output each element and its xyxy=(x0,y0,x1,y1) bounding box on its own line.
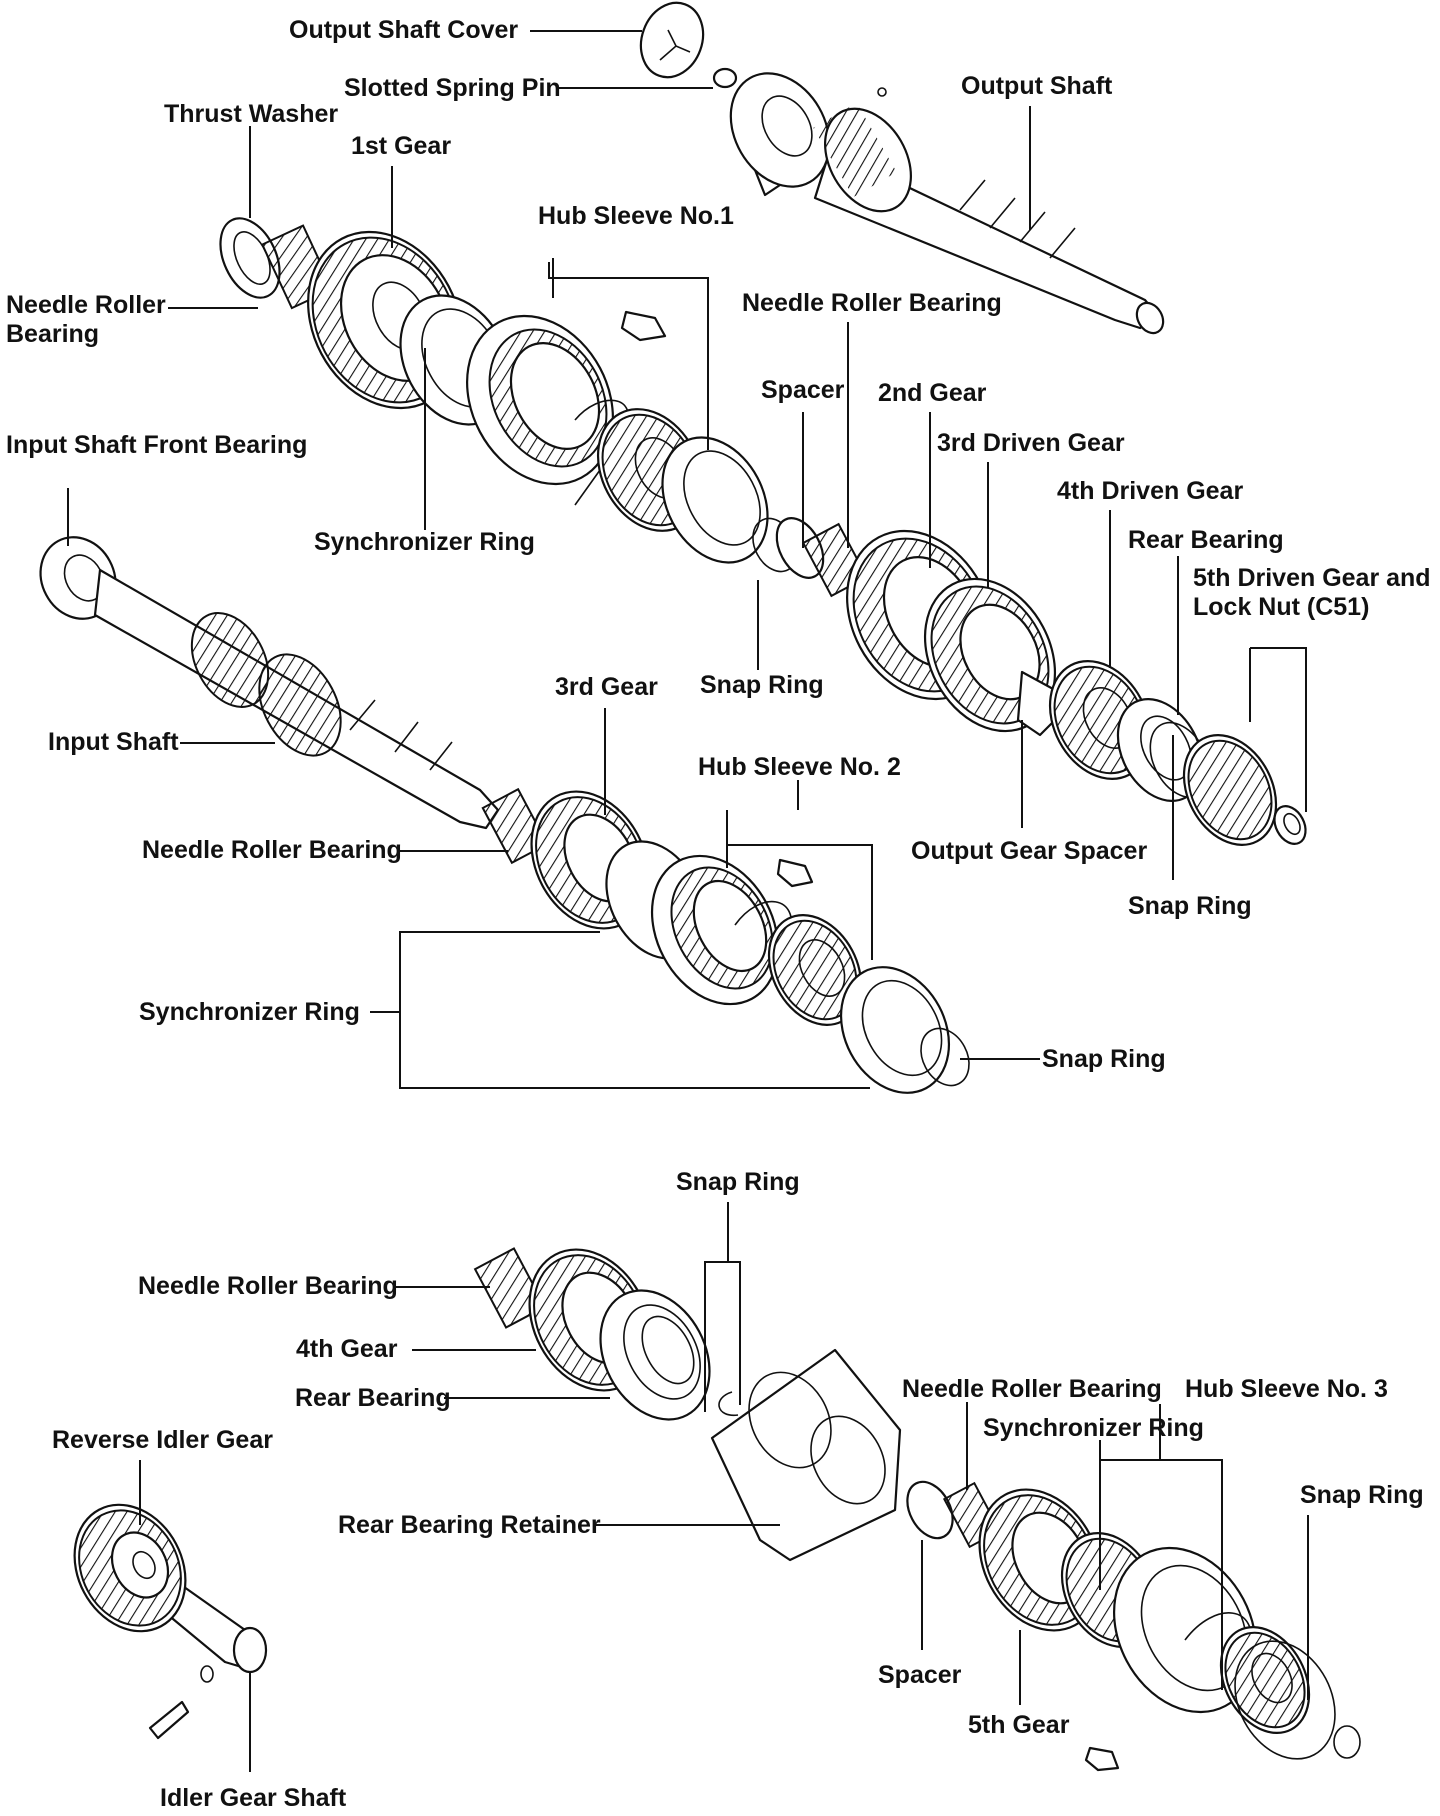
label-reverse-idler-gear: Reverse Idler Gear xyxy=(52,1426,273,1454)
label-rear-bearing-2: Rear Bearing xyxy=(295,1384,451,1412)
label-hub-sleeve-2: Hub Sleeve No. 2 xyxy=(698,753,901,781)
hub-sleeve-3-part xyxy=(1060,1532,1336,1772)
label-idler-gear-shaft: Idler Gear Shaft xyxy=(160,1784,347,1812)
needle-roller-bearing-part-4 xyxy=(473,1247,547,1329)
output-shaft-part xyxy=(729,72,1165,335)
label-slotted-spring-pin: Slotted Spring Pin xyxy=(344,74,561,102)
snap-ring-part-5 xyxy=(1333,1725,1361,1759)
label-snap-ring-2: Snap Ring xyxy=(1128,892,1252,920)
label-needle-roller-bearing-4: Needle Roller Bearing xyxy=(138,1272,398,1300)
part-labels: Output Shaft Cover Slotted Spring Pin Ou… xyxy=(6,16,1431,1812)
label-output-gear-spacer: Output Gear Spacer xyxy=(911,837,1147,865)
label-hub-sleeve-1: Hub Sleeve No.1 xyxy=(538,202,734,230)
label-spacer-2: Spacer xyxy=(878,1661,962,1689)
label-needle-roller-bearing-5: Needle Roller Bearing xyxy=(902,1375,1162,1403)
rear-bearing-part-2 xyxy=(599,1289,739,1421)
output-shaft-cover-part xyxy=(639,1,705,79)
input-shaft-part xyxy=(93,568,500,830)
output-gear-spacer-part xyxy=(1016,670,1062,737)
label-output-shaft: Output Shaft xyxy=(961,72,1113,100)
label-second-gear: 2nd Gear xyxy=(878,379,987,407)
rear-bearing-retainer-part xyxy=(710,1348,902,1562)
hub-sleeve-1-part xyxy=(466,310,667,486)
label-needle-roller-bearing-2: Needle Roller Bearing xyxy=(742,289,1002,317)
label-output-shaft-cover: Output Shaft Cover xyxy=(289,16,518,44)
label-snap-ring-1: Snap Ring xyxy=(700,671,824,699)
label-input-shaft: Input Shaft xyxy=(48,728,179,756)
label-needle-roller-bearing-1-line1: Needle Roller xyxy=(6,291,166,319)
label-needle-roller-bearing-1-line2: Bearing xyxy=(6,320,99,348)
label-rear-bearing-retainer: Rear Bearing Retainer xyxy=(338,1511,601,1539)
label-rear-bearing-1: Rear Bearing xyxy=(1128,526,1284,554)
fifth-driven-gear-part xyxy=(1182,734,1307,846)
label-fifth-driven-gear-line1: 5th Driven Gear and xyxy=(1193,564,1431,592)
label-synchronizer-ring-1: Synchronizer Ring xyxy=(314,528,535,556)
label-spacer-1: Spacer xyxy=(761,376,845,404)
label-synchronizer-ring-3: Synchronizer Ring xyxy=(983,1414,1204,1442)
reverse-idler-gear-part xyxy=(73,1503,268,1740)
hub-sleeve-2-part xyxy=(605,840,970,1094)
label-snap-ring-5: Snap Ring xyxy=(1300,1481,1424,1509)
slotted-spring-pin-part xyxy=(712,67,738,89)
label-third-gear: 3rd Gear xyxy=(555,673,658,701)
label-hub-sleeve-3: Hub Sleeve No. 3 xyxy=(1185,1375,1388,1403)
label-synchronizer-ring-2: Synchronizer Ring xyxy=(139,998,360,1026)
label-snap-ring-3: Snap Ring xyxy=(1042,1045,1166,1073)
parts-artwork xyxy=(39,1,1361,1772)
label-fifth-gear: 5th Gear xyxy=(968,1711,1070,1739)
leader-lines xyxy=(67,30,1309,1772)
label-needle-roller-bearing-3: Needle Roller Bearing xyxy=(142,836,402,864)
label-snap-ring-4: Snap Ring xyxy=(676,1168,800,1196)
label-fifth-driven-gear-line2: Lock Nut (C51) xyxy=(1193,593,1369,621)
label-first-gear: 1st Gear xyxy=(351,132,451,160)
label-fourth-gear: 4th Gear xyxy=(296,1335,398,1363)
label-fourth-driven-gear: 4th Driven Gear xyxy=(1057,477,1243,505)
label-third-driven-gear: 3rd Driven Gear xyxy=(937,429,1125,457)
label-input-shaft-front-bearing: Input Shaft Front Bearing xyxy=(6,431,307,459)
label-thrust-washer: Thrust Washer xyxy=(164,100,338,128)
